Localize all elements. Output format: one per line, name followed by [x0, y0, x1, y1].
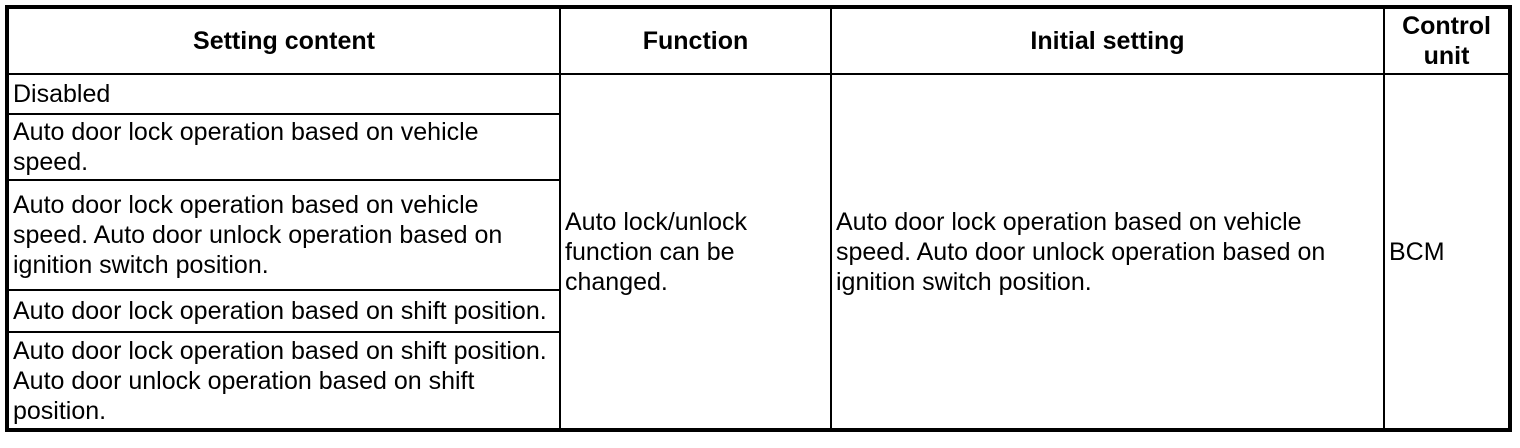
table-row: Auto door lock operation based on vehicl… — [6, 113, 1510, 181]
table-row: Auto door lock operation based on shift … — [6, 289, 1510, 333]
setting-cell-vehicle-speed: Auto door lock operation based on vehicl… — [6, 113, 561, 181]
setting-cell-disabled: Disabled — [6, 73, 561, 115]
initial-setting-cell: Auto door lock operation based on vehicl… — [830, 73, 1385, 431]
function-cell: Auto lock/unlock function can be changed… — [559, 73, 832, 431]
table-row: Auto door lock operation based on vehicl… — [6, 179, 1510, 291]
table-header-row: Setting content Function Initial setting… — [6, 6, 1511, 75]
table-row: Disabled Auto lock/unlock function can b… — [6, 73, 1511, 431]
control-unit-cell: BCM — [1383, 73, 1511, 431]
column-header-setting-content: Setting content — [6, 6, 561, 75]
auto-door-lock-settings-table: Setting content Function Initial setting… — [5, 5, 1512, 432]
column-header-control-unit: Control unit — [1383, 6, 1511, 75]
column-header-initial-setting: Initial setting — [830, 6, 1385, 75]
column-header-function: Function — [559, 6, 832, 75]
setting-cell-vehicle-speed-ignition: Auto door lock operation based on vehicl… — [6, 179, 561, 291]
setting-cell-shift-position: Auto door lock operation based on shift … — [6, 289, 561, 333]
table-row: Auto door lock operation based on shift … — [6, 331, 1510, 431]
setting-cell-shift-position-unlock: Auto door lock operation based on shift … — [6, 331, 561, 431]
